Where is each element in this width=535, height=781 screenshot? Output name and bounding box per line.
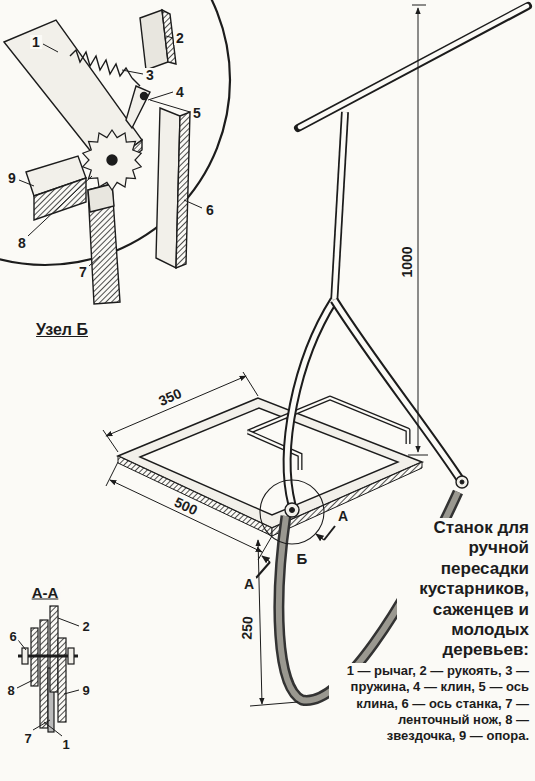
leader-lines bbox=[19, 36, 202, 266]
callout-number: 4 bbox=[174, 85, 186, 99]
dimension-label: 250 bbox=[240, 614, 255, 642]
dimension-label: 350 bbox=[155, 385, 186, 409]
callout-number: 1 bbox=[60, 738, 71, 751]
callout-number: 9 bbox=[6, 171, 18, 185]
section-marker: А bbox=[242, 577, 256, 591]
callout-number: 2 bbox=[80, 620, 91, 633]
machine-frame bbox=[118, 6, 528, 700]
callout-number: 7 bbox=[77, 265, 89, 279]
detail-marker: Б bbox=[295, 551, 310, 566]
callout-number: 9 bbox=[80, 684, 91, 697]
callout-number: 7 bbox=[22, 732, 33, 745]
dimension-lines bbox=[103, 5, 428, 706]
section-label: А-А bbox=[30, 585, 61, 600]
view-label: Узел Б bbox=[34, 322, 90, 338]
callout-number: 6 bbox=[204, 203, 216, 217]
callout-number: 3 bbox=[144, 68, 156, 82]
callout-number: 2 bbox=[174, 31, 186, 45]
callout-number: 8 bbox=[16, 236, 28, 250]
inset-detail bbox=[0, 0, 230, 304]
leader-lines bbox=[17, 618, 79, 736]
section-view bbox=[18, 606, 78, 732]
callout-number: 1 bbox=[30, 35, 42, 49]
callout-number: 8 bbox=[5, 684, 16, 697]
figure-caption: 1 — рычаг, 2 — рукоять, 3 — пружина, 4 —… bbox=[329, 663, 529, 744]
section-marker: А bbox=[336, 509, 350, 523]
callout-number: 6 bbox=[7, 630, 18, 643]
dimension-label: 1000 bbox=[400, 244, 414, 279]
callout-number: 5 bbox=[191, 106, 203, 120]
sprocket-symbol bbox=[83, 130, 141, 190]
figure-title: Станок для ручной пересадки кустарников,… bbox=[397, 518, 529, 661]
